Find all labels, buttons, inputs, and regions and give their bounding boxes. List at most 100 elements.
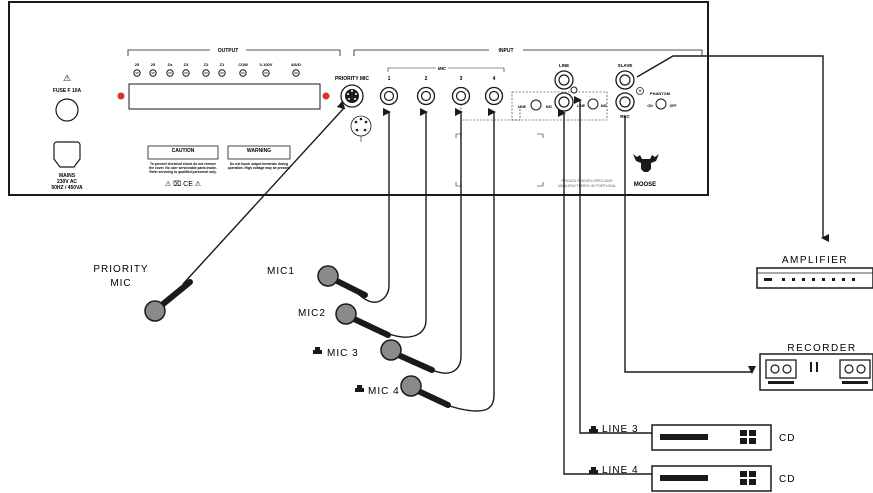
- warning-text-2: operation. High voltage may be present.: [228, 166, 291, 170]
- mic-jack: [379, 86, 399, 106]
- output-terminal-label: Z3: [184, 62, 189, 67]
- mic2-cable: [379, 108, 428, 338]
- ground-icon: +: [638, 89, 642, 95]
- mic-channel-number: 2: [425, 76, 428, 82]
- warning-text-1: Do not touch output terminals during: [230, 162, 288, 166]
- microphones: [144, 265, 451, 408]
- output-terminal-label: 25: [135, 62, 140, 67]
- screw-left: [117, 92, 125, 100]
- output-terminal-label: Zo: [168, 62, 173, 67]
- made-in-line-2: MANUFACTURED IN PORTUGAL: [558, 184, 616, 188]
- brand-name: MOOSE: [634, 182, 656, 188]
- caution-label: CAUTION To prevent electrical shock do n…: [147, 145, 219, 174]
- mains-label: MAINS: [59, 173, 76, 179]
- line3-cable: [574, 96, 652, 434]
- mic4-phantom-icon: [355, 388, 364, 392]
- mains-spec-voltage: 230V AC: [57, 179, 77, 185]
- output-terminals: 25 25 Zo Z3 Z2 Z1 COM 0-100V 4/8/Ω: [133, 62, 302, 77]
- amplifier-label: AMPLIFIER: [782, 255, 848, 266]
- output-terminal-label: 4/8/Ω: [291, 62, 302, 67]
- line-input-block: LINE LINE MIC LINE MIC: [511, 63, 608, 121]
- line4-cable: [558, 109, 652, 475]
- output-section: OUTPUT 25 25 Zo Z3 Z2 Z1 COM 0-100V 4/8/Ω: [117, 47, 341, 110]
- line-panel-label: LINE: [559, 63, 569, 68]
- recorder-label: RECORDER: [787, 343, 856, 354]
- amplifier-device: AMPLIFIER: [756, 255, 873, 289]
- switch1-mic-label: MIC: [546, 105, 553, 109]
- mic2-label: MIC2: [298, 308, 326, 319]
- output-terminal-label: 0-100V: [260, 62, 273, 67]
- caution-title: CAUTION: [172, 148, 195, 154]
- moose-logo: MOOSE: [633, 154, 659, 188]
- mic-channel-number: 1: [388, 76, 391, 82]
- cassette-deck-2: [839, 359, 871, 379]
- phantom-label: PHANTOM: [650, 91, 671, 96]
- cables: [182, 55, 829, 475]
- input-section: INPUT MIC: [353, 47, 703, 72]
- rec-to-recorder-cable: [624, 116, 756, 374]
- mic1-cable: [354, 108, 391, 303]
- priority-mic-label-2: MIC: [110, 278, 131, 289]
- output-terminal-label: COM: [238, 62, 248, 67]
- cd-player-1: CD: [651, 424, 795, 451]
- phantom-off-label: OFF: [670, 104, 678, 108]
- mic-channel-number: 3: [460, 76, 463, 82]
- fuse-warning-icon: ⚠: [63, 73, 71, 83]
- line4-label: LINE 4: [602, 465, 639, 476]
- priority-mic: [144, 279, 193, 322]
- fuse-holder: ⚠ FUSE F 10A: [53, 73, 82, 122]
- line4-icon: [589, 470, 598, 474]
- priority-mic-panel-label: PRIORITY MIC: [335, 76, 369, 82]
- mains-inlet: MAINS 230V AC 50HZ / 450VA: [51, 141, 83, 191]
- switch2-mic-label: MIC: [601, 104, 608, 108]
- priority-mic-cable: [182, 100, 346, 285]
- certification-marks: ⚠ ⌧ CE ⚠: [165, 180, 201, 188]
- warning-label: WARNING Do not touch output terminals du…: [227, 145, 291, 170]
- source-labels: PRIORITY MIC MIC1 MIC2 MIC 3 MIC 4 LINE …: [93, 264, 639, 476]
- mic-jack: [451, 86, 471, 106]
- mic3-phantom-icon: [313, 350, 322, 354]
- made-in-line-1: PROUDLY DEVELOPED AND: [561, 179, 612, 183]
- switch2-line-label: LINE: [577, 104, 586, 108]
- slave-rec-block: SLAVE REC + PHANTOM ON OFF: [615, 63, 678, 119]
- switch1-line-label: LINE: [518, 105, 527, 109]
- mic2: [335, 303, 391, 338]
- output-terminal-label: Z2: [204, 62, 209, 67]
- phantom-on-label: ON: [647, 104, 653, 108]
- mic4-label: MIC 4: [368, 386, 400, 397]
- cassette-deck-1: [765, 359, 797, 379]
- mains-spec-power: 50HZ / 450VA: [51, 185, 83, 191]
- mic3-label: MIC 3: [327, 348, 359, 359]
- cd2-label: CD: [779, 474, 795, 485]
- slave-panel-label: SLAVE: [618, 63, 633, 68]
- slave-to-amplifier-cable: [636, 55, 829, 242]
- priority-mic-connector: PRIORITY MIC: [335, 76, 372, 142]
- rear-panel: ⚠ FUSE F 10A MAINS 230V AC 50HZ / 450VA …: [8, 1, 709, 196]
- cd1-label: CD: [779, 433, 795, 444]
- caution-text-3: Refer servicing to qualified personnel o…: [149, 170, 216, 174]
- mic4-cable: [437, 108, 496, 412]
- mic3: [380, 339, 435, 373]
- mic4: [400, 375, 451, 408]
- line3-icon: [589, 429, 598, 433]
- screw-right: [322, 92, 330, 100]
- priority-mic-label-1: PRIORITY: [93, 264, 148, 275]
- caution-text-1: To prevent electrical shock do not remov…: [150, 162, 216, 166]
- mic-channel-number: 4: [493, 76, 496, 82]
- output-header: OUTPUT: [218, 48, 239, 54]
- caution-text-2: the cover. No user serviceable parts ins…: [149, 166, 217, 170]
- warning-title: WARNING: [247, 148, 271, 154]
- mic1: [317, 265, 368, 298]
- mic-jack: [416, 86, 436, 106]
- recorder-device: RECORDER: [759, 343, 873, 391]
- cd-player-2: CD: [651, 465, 795, 492]
- fuse-label: FUSE F 10A: [53, 88, 82, 94]
- output-terminal-label: Z1: [220, 62, 225, 67]
- input-header: INPUT: [499, 48, 514, 54]
- line3-label: LINE 3: [602, 424, 639, 435]
- output-terminal-label: 25: [151, 62, 156, 67]
- mic-section-label: MIC: [438, 66, 447, 71]
- mic-jack: [484, 86, 504, 106]
- mic1-label: MIC1: [267, 266, 295, 277]
